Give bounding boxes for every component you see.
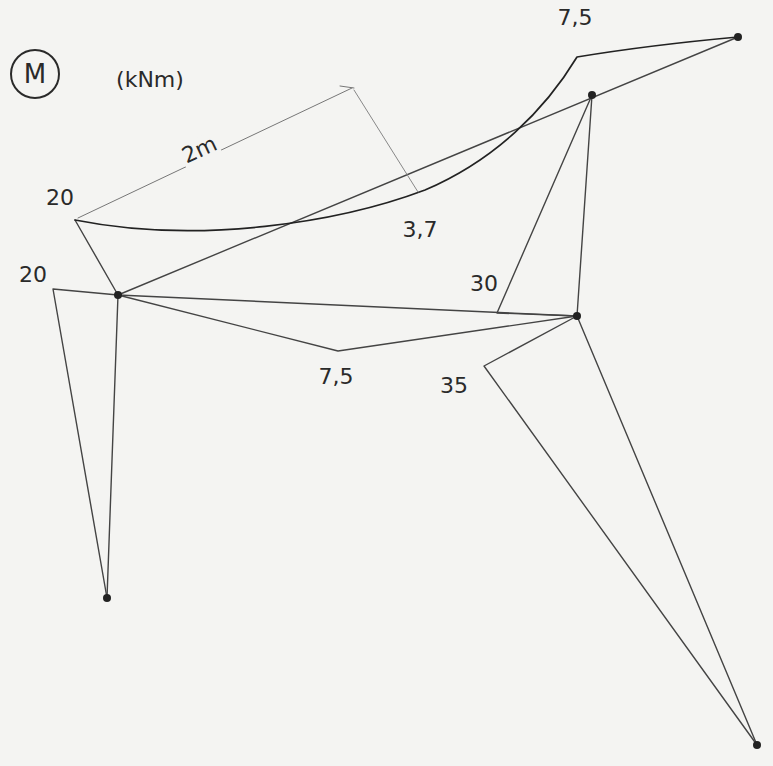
circled-symbol: M <box>10 49 60 99</box>
moment-value: 30 <box>468 272 500 296</box>
moment-value: 3,7 <box>401 218 440 242</box>
moment-value: 7,5 <box>556 6 595 30</box>
moment-value: 7,5 <box>317 365 356 389</box>
moment-value: 20 <box>17 263 49 287</box>
dimension-label: 2m <box>177 131 223 169</box>
moment-value: 35 <box>438 374 470 398</box>
symbol-text: M <box>24 61 46 87</box>
moment-value: 20 <box>44 186 76 210</box>
unit-label: (kNm) <box>114 68 186 92</box>
